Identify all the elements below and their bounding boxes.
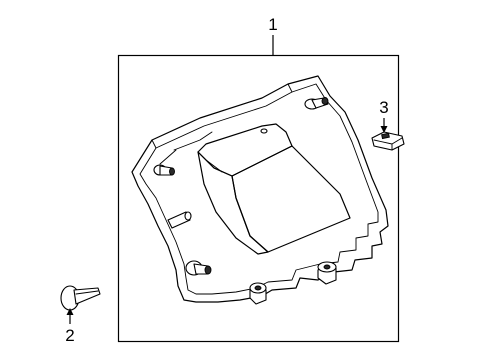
clip-part-3 [371,131,405,151]
callout-2[interactable]: 2 [65,308,75,345]
callout-3-label: 3 [379,98,388,117]
clip-stud-top-right [304,97,329,110]
callout-3-arrowhead [380,126,388,133]
housing-inner-line [205,159,223,173]
clip-stud-lower-left [185,260,212,276]
callout-1[interactable]: 1 [268,15,278,55]
callout-3[interactable]: 3 [379,98,389,133]
trim-panel [131,75,389,305]
trim-panel-outline [131,75,389,303]
clip-knob-right [317,261,337,285]
assembly-frame [117,54,400,343]
clip-knob-bottom-center [249,282,267,305]
clip-stud-mid-left [167,211,192,229]
clip-stud-left [153,164,175,176]
trim-panel-rib [173,131,213,151]
housing-left-face [197,151,269,255]
trim-panel-top-crease-2 [287,83,293,93]
callout-2-label: 2 [65,326,74,345]
callout-2-arrowhead [66,308,74,315]
trim-panel-top-crease [151,139,157,149]
callout-1-label: 1 [268,15,277,34]
housing-screw-hole [260,128,268,134]
push-pin-part-2 [60,285,101,311]
trim-panel-rib-2 [159,149,177,165]
trim-panel-inner-edge [139,83,379,295]
